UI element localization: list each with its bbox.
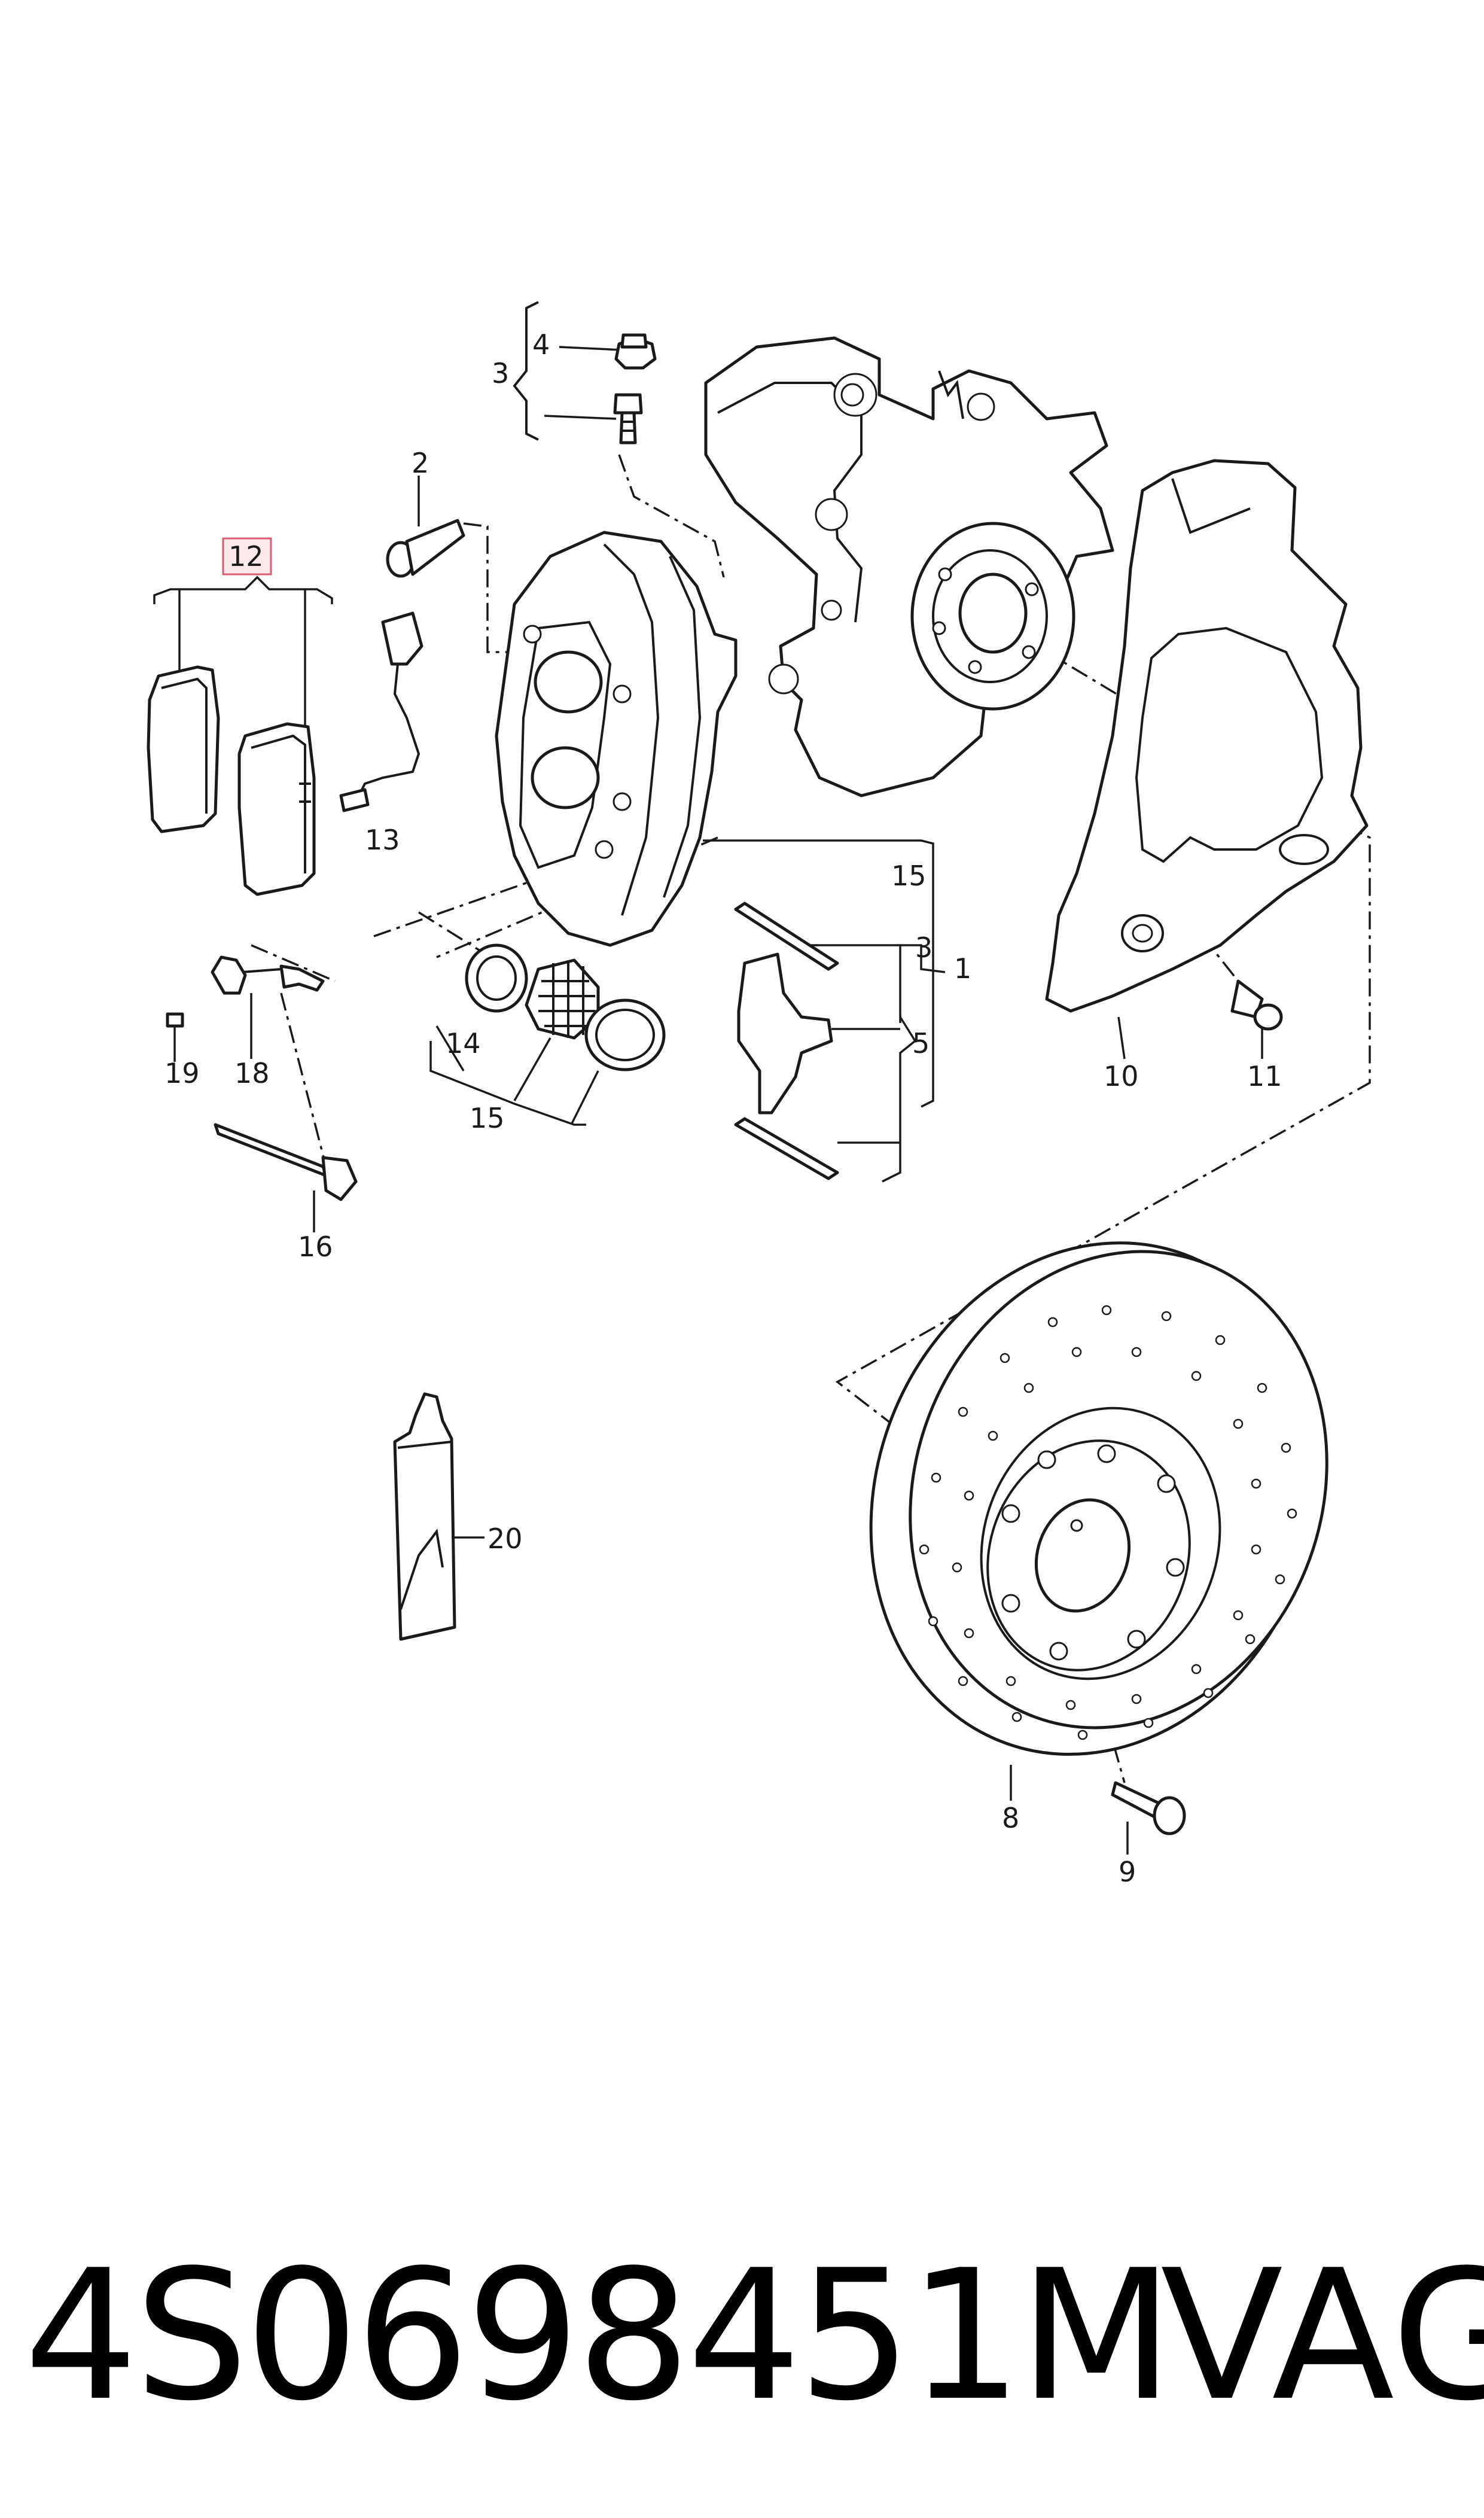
callout-4: 4 [532, 328, 550, 361]
callout-12: 12 [228, 540, 264, 573]
callout-11: 11 [1247, 1060, 1282, 1092]
piston-seal-kit [429, 943, 666, 1126]
callout-3-pins: 3 [915, 931, 933, 964]
bleeder-valve-assembly [513, 301, 657, 444]
cross-drilled-holes [919, 1305, 1297, 1740]
brake-wear-sensor [339, 611, 423, 812]
callout-15-seal: 15 [470, 1102, 505, 1134]
callout-5: 5 [912, 1027, 930, 1059]
callout-13: 13 [365, 824, 400, 856]
callout-3-bleeder: 3 [492, 357, 509, 389]
callout-15-caliper: 15 [891, 860, 927, 892]
brand-name: VAG [1160, 2231, 1484, 2440]
highlighted-label-box [222, 537, 272, 576]
brake-pad-set [147, 537, 333, 896]
disc-screw [1111, 1781, 1186, 1855]
steering-knuckle [704, 336, 1114, 797]
callout-19: 19 [164, 1057, 200, 1089]
callout-2: 2 [412, 447, 429, 479]
part-number-caption: 4S0698451M VAG [24, 2231, 1484, 2440]
grease-tube [393, 1392, 484, 1641]
callout-8: 8 [1002, 1802, 1019, 1834]
callout-18: 18 [234, 1057, 270, 1089]
callout-20: 20 [487, 1523, 523, 1555]
part-number: 4S0698451M [24, 2231, 1174, 2440]
callout-1: 1 [954, 952, 971, 985]
sensor-bracket-and-tie [166, 955, 358, 1232]
callout-10: 10 [1104, 1060, 1139, 1092]
callout-14: 14 [446, 1027, 481, 1059]
brake-disc [869, 1241, 1328, 1801]
caliper-bolt [386, 476, 465, 578]
brake-caliper [495, 531, 738, 947]
callout-labels: 4 3 2 12 13 15 3 1 5 14 15 19 18 16 10 1… [164, 328, 1282, 1888]
pin-and-spring-set [703, 839, 946, 1183]
exploded-parts-diagram: 4 3 2 12 13 15 3 1 5 14 15 19 18 16 10 1… [147, 301, 1371, 1888]
callout-9: 9 [1119, 1856, 1136, 1888]
splash-shield [1045, 459, 1369, 1013]
callout-16: 16 [298, 1231, 333, 1263]
shield-bolt [1117, 979, 1283, 1059]
